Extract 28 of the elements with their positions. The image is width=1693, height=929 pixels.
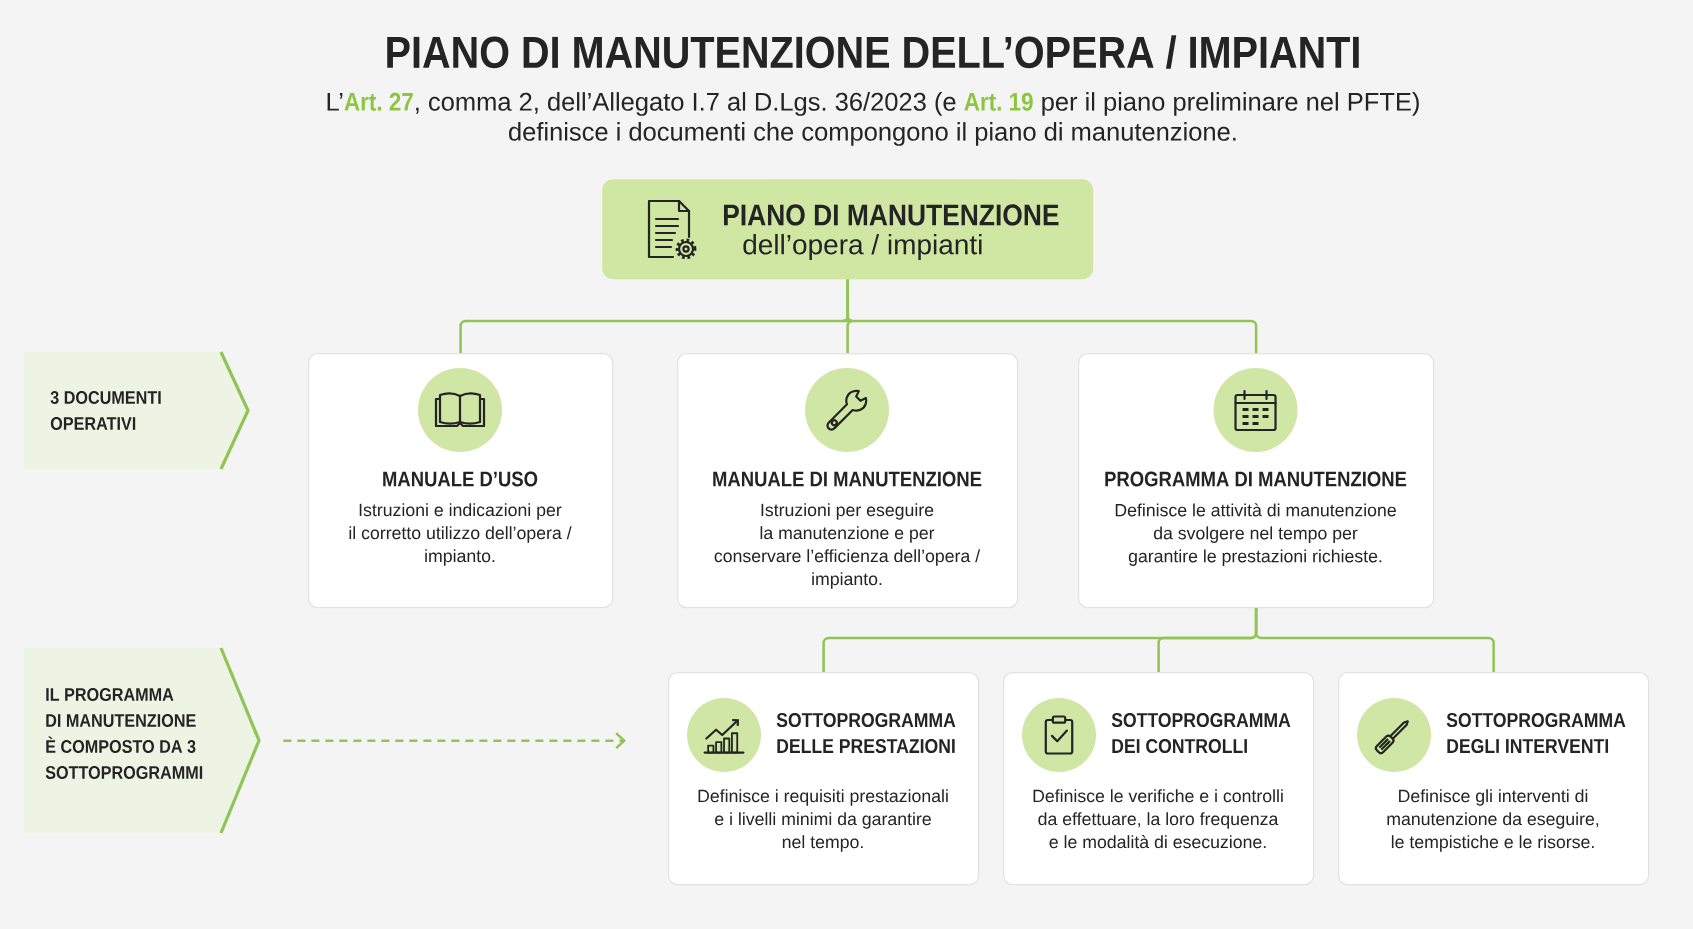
card-text: Definisce gli interventi di manutenzione da eseguire, le tempistiche e le risorse. bbox=[1387, 789, 1599, 852]
card-title: MANUALE D’USO bbox=[383, 471, 538, 487]
card-text: Istruzioni e indicazioni per il corretto utilizzo dell’opera / impianto. bbox=[349, 503, 572, 566]
title: PIANO DI MANUTENZIONE DELL’OPERA / IMPIANTI bbox=[387, 35, 1359, 69]
chevron-banner: 3 DOCUMENTI OPERATIVI bbox=[24, 351, 250, 470]
card bbox=[1338, 672, 1650, 886]
connector-line bbox=[1254, 608, 1495, 672]
box-title: PIANO DI MANUTENZIONE bbox=[724, 204, 1059, 226]
card bbox=[677, 353, 1019, 609]
connector-line bbox=[846, 279, 1258, 353]
box-subtitle: dell’opera / impianti bbox=[743, 233, 982, 261]
card-title: SOTTOPROGRAMMA DELLE PRESTAZIONI bbox=[776, 712, 956, 754]
card-text: Definisce i requisiti prestazionali e i livelli minimi da garantire nel tempo. bbox=[698, 789, 948, 852]
card-title: PROGRAMMA DI MANUTENZIONE bbox=[1105, 471, 1407, 487]
card-text: Definisce le attività di manutenzione da svolgere nel tempo per garantire le prestazioni richieste. bbox=[1115, 503, 1396, 566]
card bbox=[308, 353, 614, 609]
header-box bbox=[602, 179, 1094, 280]
card-title: SOTTOPROGRAMMA DEGLI INTERVENTI bbox=[1446, 712, 1626, 754]
card-title: SOTTOPROGRAMMA DEI CONTROLLI bbox=[1111, 712, 1291, 754]
card-text: Definisce le verifiche e i controlli da effettuare, la loro frequenza e le modalità di esecuzione. bbox=[1033, 789, 1283, 849]
card bbox=[668, 672, 980, 886]
subtitle: L’Art. 27, comma 2, dell’Allegato I.7 al D.Lgs. 36/2023 (e Art. 19 per il piano preliminare nel PFTE) definisce i documenti che compongono il piano di manutenzione. bbox=[327, 92, 1419, 146]
card bbox=[1078, 353, 1435, 609]
card-title: MANUALE DI MANUTENZIONE bbox=[713, 471, 982, 487]
chevron-banner: IL PROGRAMMA DI MANUTENZIONE È COMPOSTO DA 3 SOTTOPROGRAMMI bbox=[24, 647, 261, 834]
dashed-arrow bbox=[283, 732, 626, 750]
card-text: Istruzioni per eseguire la manutenzione e per conservare l’efficienza dell’opera / impianto. bbox=[714, 503, 981, 589]
card bbox=[1003, 672, 1315, 886]
